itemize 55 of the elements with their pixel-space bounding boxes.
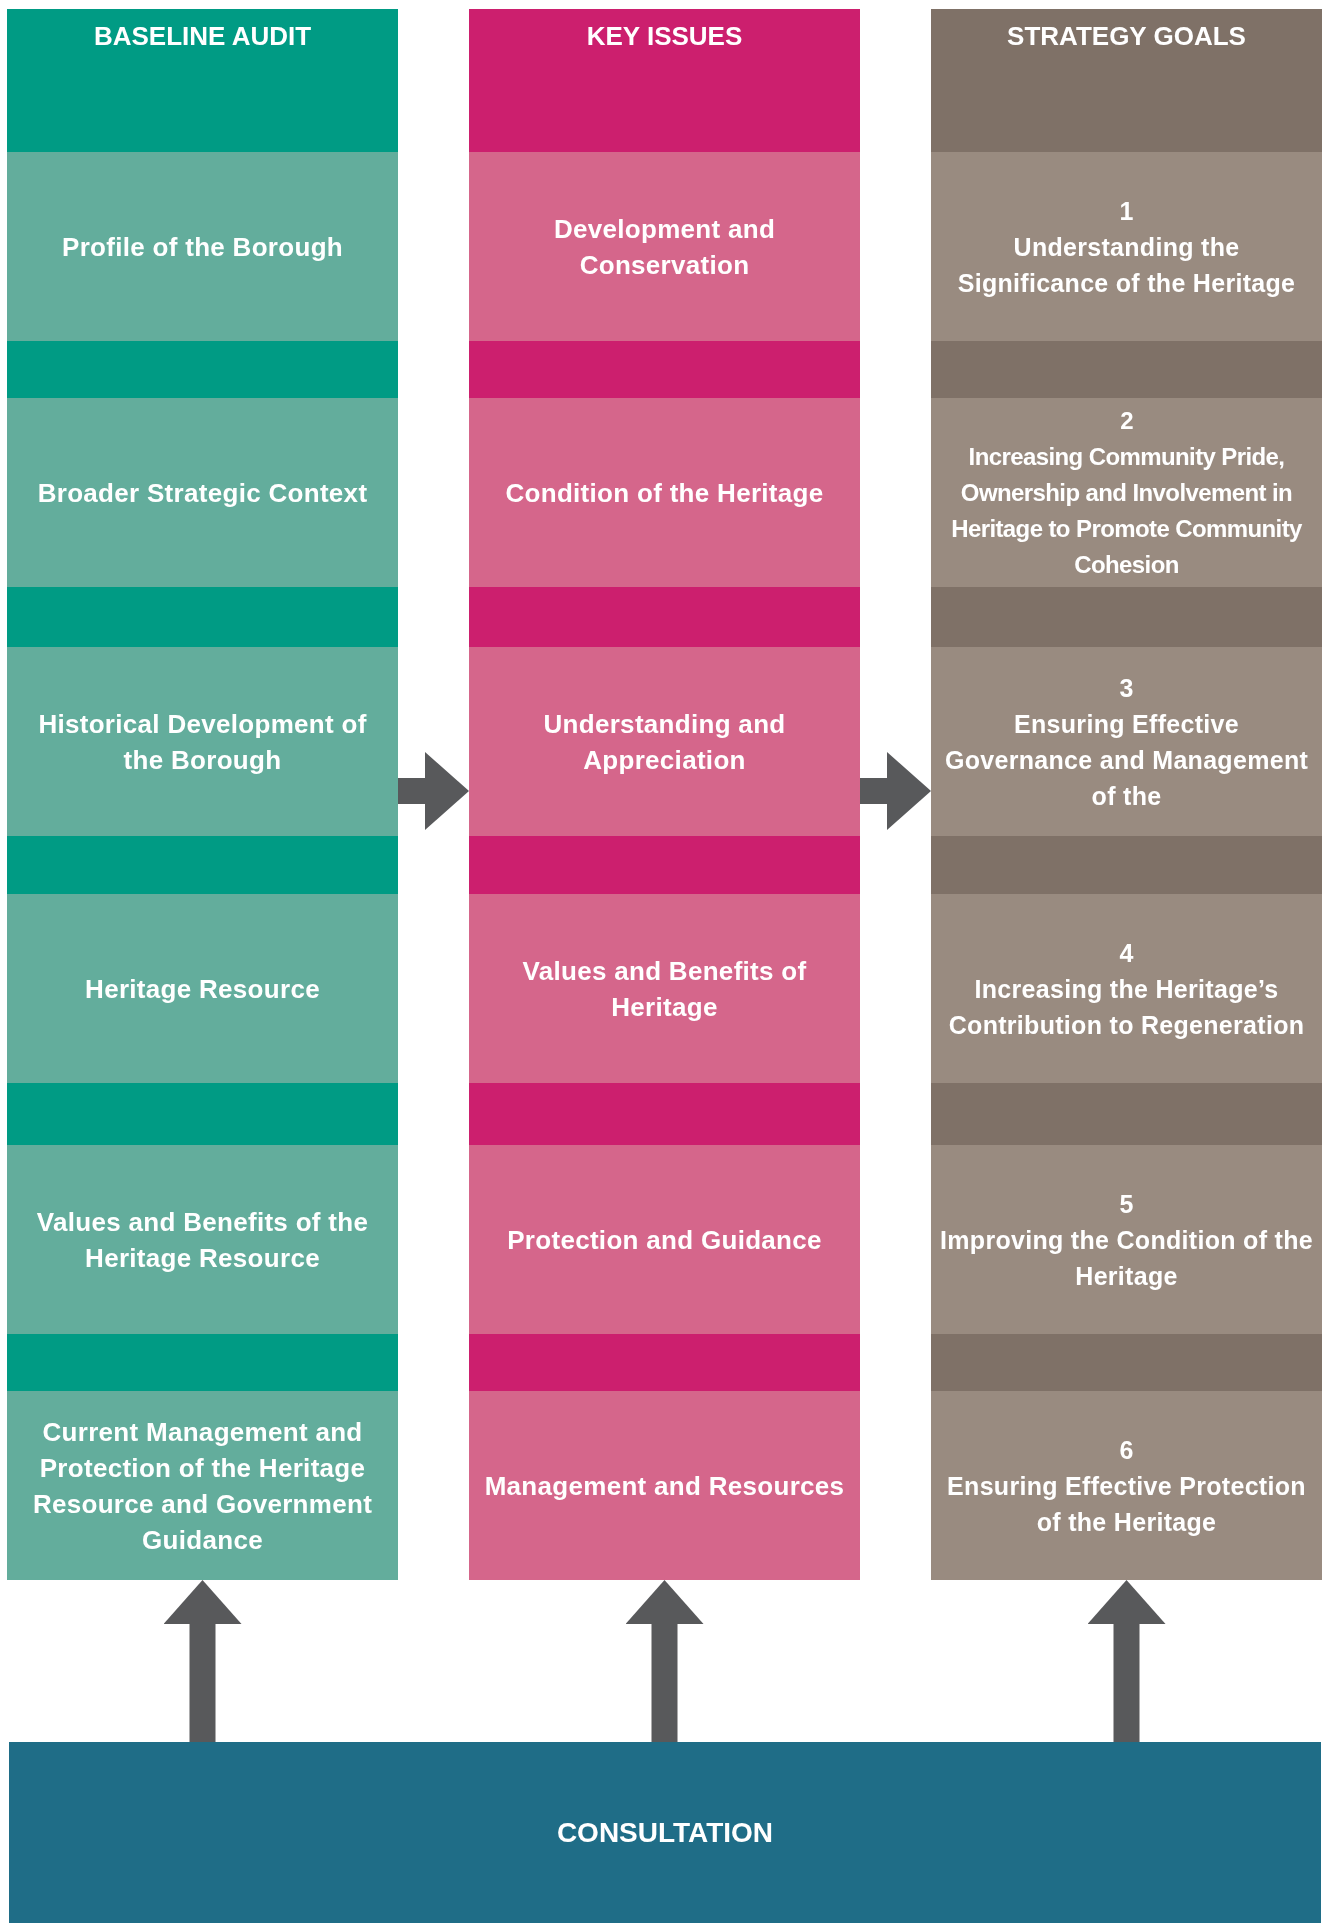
goal-number: 1 bbox=[1119, 195, 1134, 227]
topic-box bbox=[7, 1145, 398, 1334]
box-text: Improving the Condition of the Heritage bbox=[939, 1224, 1314, 1292]
topic-box bbox=[469, 1145, 860, 1334]
topic-box bbox=[931, 894, 1322, 1083]
topic-box bbox=[931, 647, 1322, 836]
column-heading: BASELINE AUDIT bbox=[92, 21, 313, 52]
box-text: Increasing Community Pride, Ownership and Involvement in Heritage to Promote Community Cohesion bbox=[950, 441, 1303, 580]
topic-box bbox=[7, 398, 398, 587]
column-band bbox=[7, 9, 398, 1580]
arrow bbox=[163, 1580, 242, 1742]
box-text: Development and Conservation bbox=[552, 212, 777, 282]
topic-box bbox=[931, 1145, 1322, 1334]
topic-box bbox=[469, 647, 860, 836]
arrow bbox=[625, 1580, 704, 1742]
consultation-band bbox=[9, 1742, 1321, 1923]
column-band bbox=[931, 9, 1322, 1580]
goal-number: 2 bbox=[1120, 405, 1133, 436]
box-text: Heritage Resource bbox=[85, 972, 320, 1006]
topic-box bbox=[931, 1391, 1322, 1580]
column-band bbox=[469, 9, 860, 1580]
goal-number: 4 bbox=[1119, 937, 1134, 969]
box-text: Management and Resources bbox=[484, 1469, 845, 1503]
box-text: Ensuring Effective Protection of the Heritage bbox=[946, 1470, 1307, 1538]
topic-box bbox=[7, 1391, 398, 1580]
topic-box bbox=[931, 152, 1322, 341]
box-text: Broader Strategic Context bbox=[37, 476, 368, 510]
arrow bbox=[859, 752, 931, 830]
topic-box bbox=[7, 894, 398, 1083]
box-text: Current Management and Protection of the Heritage Resource and Government Guidance bbox=[31, 1415, 374, 1557]
box-text: Historical Development of the Borough bbox=[37, 707, 368, 777]
topic-box bbox=[469, 1391, 860, 1580]
box-text: Ensuring Effective Governance and Management of the bbox=[943, 708, 1310, 812]
topic-box bbox=[7, 152, 398, 341]
box-text: Understanding the Significance of the Heritage bbox=[956, 231, 1297, 299]
box-text: Increasing the Heritage’s Contribution to Regeneration bbox=[947, 973, 1306, 1041]
box-text: Values and Benefits of Heritage bbox=[521, 954, 808, 1024]
topic-box bbox=[931, 398, 1322, 587]
band-text: CONSULTATION bbox=[556, 1816, 774, 1849]
box-text: Values and Benefits of the Heritage Resource bbox=[35, 1205, 370, 1275]
column-heading: STRATEGY GOALS bbox=[1006, 21, 1247, 52]
box-text: Understanding and Appreciation bbox=[542, 707, 787, 777]
topic-box bbox=[7, 647, 398, 836]
goal-number: 5 bbox=[1119, 1188, 1134, 1220]
arrow bbox=[397, 752, 469, 830]
goal-number: 3 bbox=[1119, 672, 1134, 704]
column-heading: KEY ISSUES bbox=[585, 21, 744, 52]
arrow bbox=[1087, 1580, 1166, 1742]
topic-box bbox=[469, 894, 860, 1083]
box-text: Profile of the Borough bbox=[62, 230, 343, 264]
topic-box bbox=[469, 398, 860, 587]
goal-number: 6 bbox=[1119, 1434, 1134, 1466]
box-text: Protection and Guidance bbox=[507, 1223, 822, 1257]
box-text: Condition of the Heritage bbox=[505, 476, 824, 510]
topic-box bbox=[469, 152, 860, 341]
